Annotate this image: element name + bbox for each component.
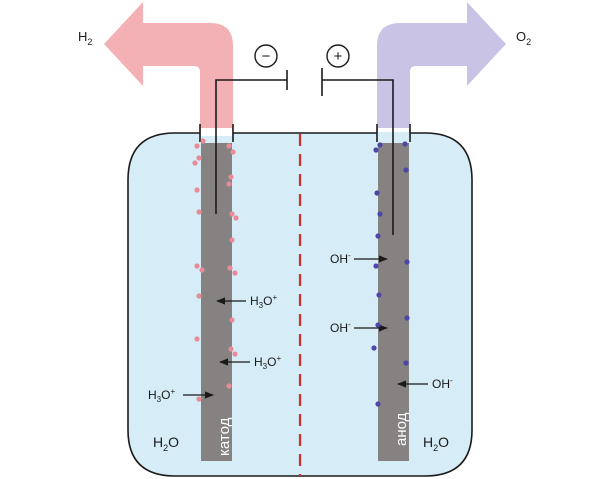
positive-terminal-icon [326,44,350,68]
hydroxide-ion-3: OH- [397,376,453,391]
svg-text:H3O+: H3O+ [254,354,281,371]
anode-wire [322,79,394,235]
hydrogen-bubbles [192,138,239,402]
oxygen-bubble [375,401,381,407]
water-label-right: H2O [423,434,449,453]
hydrogen-bubble [233,215,239,221]
outlet-ticks [199,124,411,142]
hydrogen-bubble [196,293,202,299]
oxygen-bubble [374,190,380,196]
hydrogen-bubble [192,160,198,166]
hydrogen-bubble [196,155,202,161]
oxygen-outlet-arrow [377,2,506,132]
oxygen-bubble [376,292,382,298]
hydronium-ion-2: H3O+ [219,354,281,371]
oxygen-bubble [402,141,408,147]
hydrogen-bubble [196,396,202,402]
oxygen-gas-label: O2 [516,29,531,47]
hydrogen-bubble [226,143,232,149]
oxygen-bubble [373,263,379,269]
negative-terminal-symbol: − [262,48,271,65]
hydrogen-bubble [199,267,205,273]
anode-label: анод [393,412,410,446]
hydrogen-bubble [194,143,200,149]
hydrogen-gas-label: H2 [78,29,92,47]
hydrogen-bubble [229,211,235,217]
oxygen-bubble [375,322,381,328]
oxygen-bubble [377,211,383,217]
hydrogen-outlet-arrow [104,2,233,132]
hydrogen-bubble [226,181,232,187]
oxygen-bubble [375,233,381,239]
hydrogen-bubble [194,187,200,193]
hydrogen-bubble [227,265,233,271]
hydrogen-bubble [228,174,234,180]
hydrogen-bubble [232,270,238,276]
hydrogen-bubble [196,209,202,215]
svg-text:H3O+: H3O+ [148,387,175,404]
svg-text:H3O+: H3O+ [250,293,277,310]
hydrogen-bubble [200,138,206,144]
hydrogen-bubble [226,383,232,389]
hydrogen-bubble [230,149,236,155]
hydrogen-bubble [228,346,234,352]
hydrogen-bubble [229,317,235,323]
hydroxide-ion-1: OH- [330,251,388,266]
hydroxide-ion-2: OH- [330,320,388,335]
hydrogen-bubble [232,351,238,357]
oxygen-bubbles [371,141,410,407]
oxygen-bubble [403,167,409,173]
oxygen-bubble [403,360,409,366]
water-label-left: H2O [153,434,179,453]
hydrogen-bubble [194,263,200,269]
cathode-wire [215,79,287,214]
positive-terminal-symbol: + [334,48,343,65]
negative-terminal-icon [254,44,278,68]
hydronium-ion-1: H3O+ [216,293,277,310]
hydronium-ion-3: H3O+ [148,387,214,404]
oxygen-bubble [371,345,377,351]
oxygen-bubble [377,142,383,148]
hydrogen-bubble [194,336,200,342]
svg-text:OH-: OH- [432,376,453,391]
oxygen-bubble [404,259,410,265]
oxygen-bubble [404,315,410,321]
svg-text:OH-: OH- [330,251,351,266]
cathode-label: катод [216,417,233,456]
oxygen-bubble [373,147,379,153]
svg-text:OH-: OH- [330,320,351,335]
hydrogen-bubble [229,237,235,243]
